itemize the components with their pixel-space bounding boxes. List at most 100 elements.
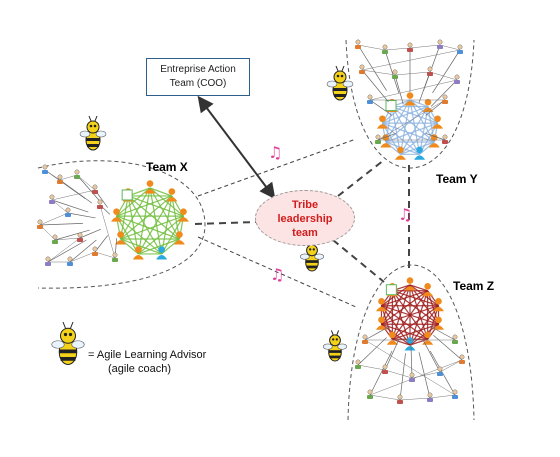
network-link: [423, 340, 441, 373]
network-link: [67, 212, 96, 219]
person-icon: [382, 44, 388, 54]
team-y-mesh: [376, 92, 444, 160]
person-icon: [457, 44, 463, 54]
person-icon: [459, 354, 465, 364]
mesh-link: [409, 284, 440, 325]
connector-tribe-z: [332, 239, 385, 283]
network-link: [439, 44, 461, 51]
mesh-link: [161, 215, 185, 255]
network-link: [364, 339, 456, 396]
person-icon: [382, 364, 388, 374]
network-link: [361, 49, 461, 71]
person-icon: [427, 66, 433, 76]
person-icon: [442, 134, 448, 144]
mesh-link: [409, 305, 440, 346]
person-icon: [437, 39, 443, 49]
team-z-boundary: [347, 264, 475, 421]
person-icon: [433, 298, 445, 312]
mesh-link: [381, 323, 411, 346]
person-icon: [397, 394, 403, 404]
person-icon: [392, 69, 398, 79]
mesh-link: [391, 106, 435, 143]
person-icon: [132, 246, 144, 260]
mesh-link: [380, 305, 411, 346]
mesh-link: [409, 284, 428, 292]
mesh-link: [409, 99, 421, 155]
network-link: [432, 49, 461, 94]
person-icon: [37, 219, 43, 229]
network-link: [369, 99, 393, 116]
person-icon: [144, 180, 156, 194]
person-icon: [376, 115, 388, 129]
network-link: [430, 325, 456, 341]
legend-line-2: (agile coach): [108, 363, 171, 375]
person-icon: [454, 74, 460, 84]
mesh-link: [381, 290, 428, 307]
person-icon: [57, 174, 63, 184]
mesh-link: [381, 305, 428, 340]
network-link: [429, 394, 456, 399]
person-icon: [375, 134, 381, 144]
person-icon: [67, 256, 73, 266]
tribe-line-3: team: [292, 227, 318, 239]
network-link: [357, 44, 386, 51]
person-icon: [92, 184, 98, 194]
team-y-label: Team Y: [436, 172, 478, 186]
person-icon: [407, 42, 413, 52]
tribe-line-1: Tribe: [291, 199, 319, 211]
person-icon: [45, 256, 51, 266]
mesh-link: [149, 187, 163, 255]
person-icon: [433, 316, 445, 330]
team-y-boundary: [345, 39, 475, 169]
person-icon: [355, 39, 361, 49]
person-icon: [375, 298, 387, 312]
person-icon: [427, 392, 433, 402]
person-icon: [65, 207, 71, 217]
link-x-z: [197, 236, 357, 308]
network-link: [394, 71, 431, 76]
network-link: [399, 353, 406, 401]
bee-icon: [326, 65, 354, 101]
person-icon: [404, 337, 416, 351]
person-icon: [74, 169, 80, 179]
network-link: [79, 228, 102, 239]
enterprise-action-team-box: Entreprise Action Team (COO): [146, 58, 250, 96]
network-link: [384, 47, 411, 51]
mesh-link: [380, 284, 411, 325]
mesh-link: [120, 215, 184, 240]
person-icon: [111, 208, 123, 222]
mesh-link: [392, 290, 439, 325]
tribe-leadership-team: Tribe leadership team: [255, 190, 355, 246]
network-link: [69, 251, 96, 263]
person-icon: [404, 277, 416, 291]
exec-arrow: [197, 95, 276, 200]
person-icon: [115, 231, 127, 245]
bee-icon: [79, 115, 107, 151]
bee-icon: [322, 330, 348, 362]
network-link: [384, 369, 413, 379]
connector-tribe-y: [337, 159, 385, 197]
mesh-link: [137, 187, 151, 255]
mesh-link: [399, 99, 411, 155]
person-icon: [394, 146, 406, 160]
person-icon: [359, 64, 365, 74]
network-link: [357, 337, 387, 366]
mesh-link: [115, 215, 139, 255]
network-link: [384, 49, 400, 94]
network-link: [39, 223, 83, 226]
person-icon: [422, 98, 434, 113]
person-icon: [173, 231, 185, 245]
mesh-link: [391, 290, 411, 346]
music-note-icon: ♫: [270, 265, 284, 284]
person-icon: [77, 232, 83, 242]
mesh-link: [385, 106, 429, 143]
tribe-line-2: leadership: [277, 213, 333, 225]
mesh-link: [116, 215, 180, 240]
network-link: [394, 74, 404, 105]
network-link: [409, 44, 441, 49]
mesh-link: [391, 105, 438, 124]
network-link: [51, 199, 89, 213]
network-link: [425, 133, 446, 141]
network-link: [364, 325, 390, 341]
person-icon: [156, 246, 168, 260]
